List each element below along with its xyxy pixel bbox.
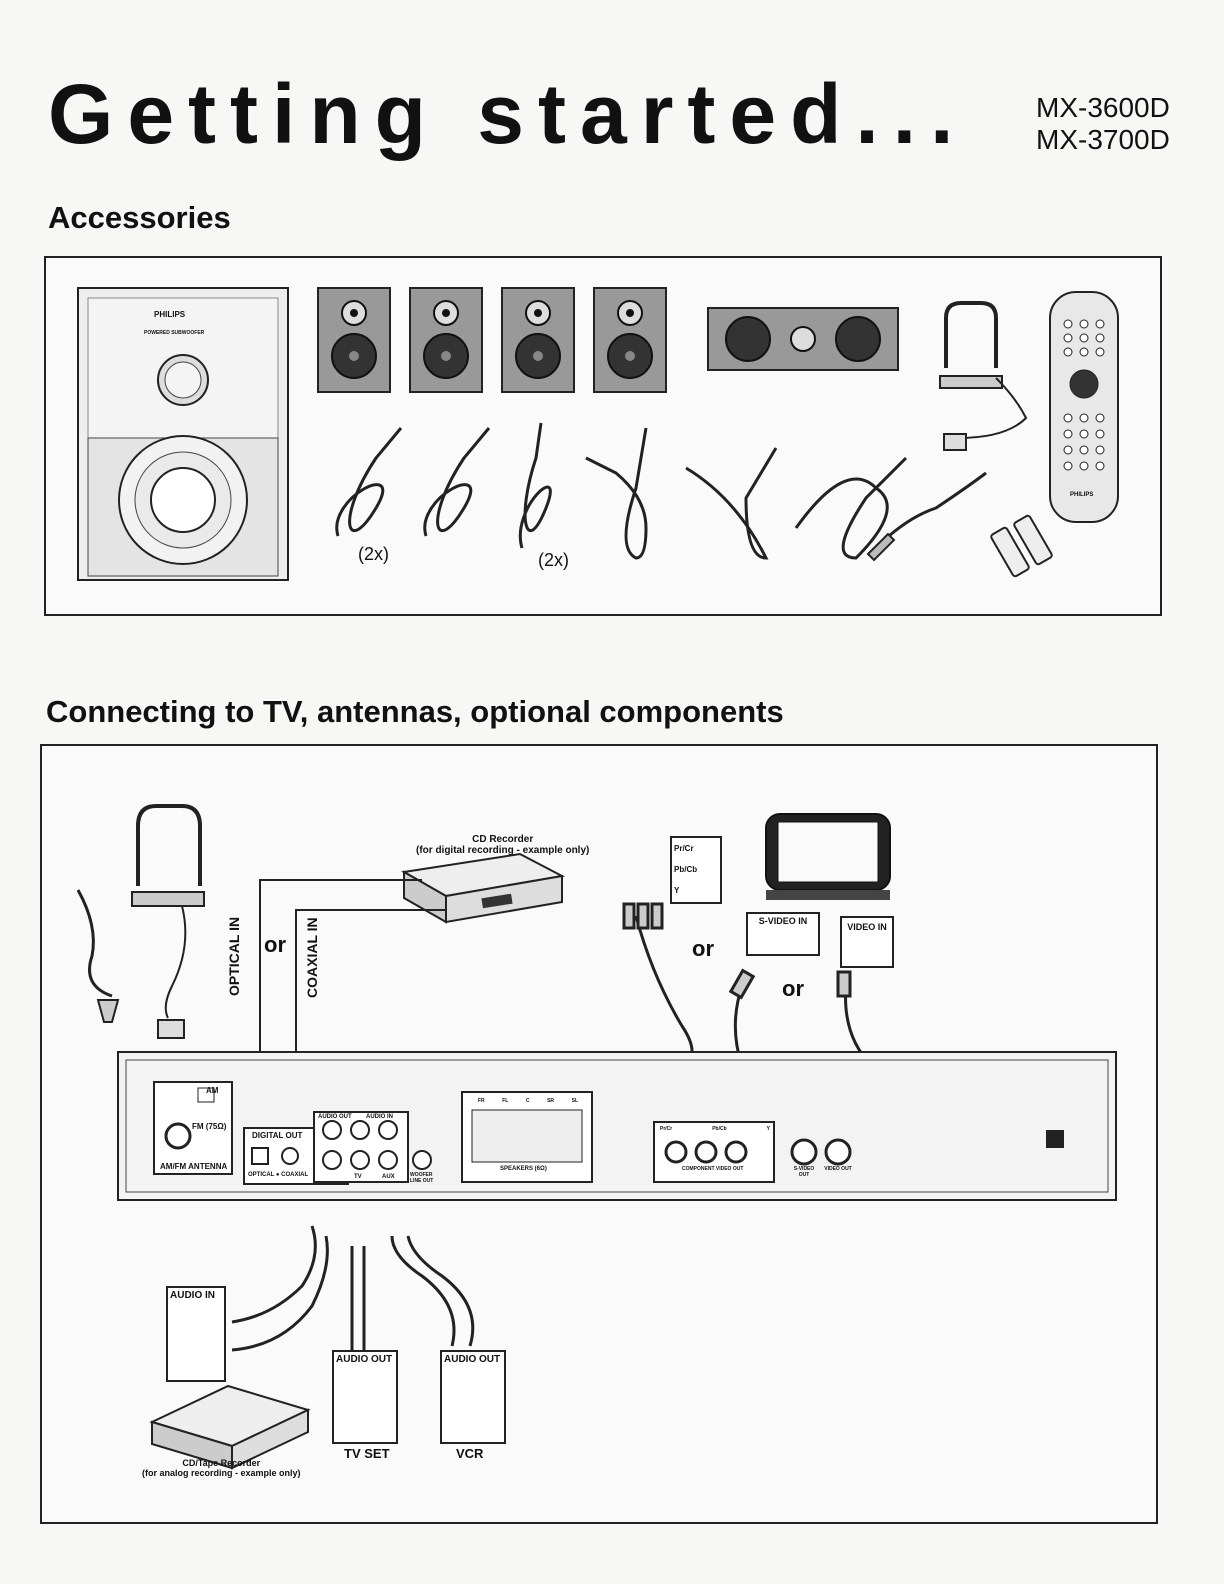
quantity-label: (2x) xyxy=(538,550,569,570)
tape-audio-in-box: AUDIO IN xyxy=(166,1286,226,1382)
fm-terminal-label: FM (75Ω) xyxy=(192,1122,227,1131)
page-title: Getting started... xyxy=(48,67,968,161)
tv-jack-label: TV xyxy=(354,1174,362,1180)
speaker-label-fr: FR xyxy=(478,1098,485,1104)
remote-control xyxy=(1049,291,1119,523)
cd-recorder-name: CD Recorder xyxy=(472,834,534,845)
speaker-wires xyxy=(335,422,552,549)
speaker-label-sr: SR xyxy=(547,1098,555,1104)
connections-illustration xyxy=(76,804,1117,1470)
speaker-label-sl: SL xyxy=(571,1098,578,1104)
tv-set-audio-out-label: AUDIO OUT xyxy=(336,1354,393,1365)
quantity-label: (2x) xyxy=(358,544,389,564)
fm-wire-antenna xyxy=(76,889,120,1023)
speaker-terminal-labels: FR FL C SR SL xyxy=(478,1098,578,1104)
tv-input-y: Y xyxy=(674,886,680,895)
tape-recorder-name: CD/Tape Recorder xyxy=(182,1458,261,1468)
subwoofer-label: POWERED SUBWOOFER xyxy=(144,330,205,336)
connections-heading: Connecting to TV, antennas, optional com… xyxy=(46,694,784,729)
analog-audio-cables xyxy=(231,1225,475,1356)
speakers-label: SPEAKERS (6Ω) xyxy=(500,1166,547,1172)
fm-wire-antenna xyxy=(866,471,987,562)
remote-brand: PHILIPS xyxy=(1070,492,1094,498)
accessories-heading: Accessories xyxy=(48,200,231,235)
component-label-pb: Pb/Cb xyxy=(712,1126,727,1132)
or-label: or xyxy=(782,976,804,1001)
model-number: MX-3700D xyxy=(1036,124,1170,155)
tv-set-label: TV SET xyxy=(344,1446,390,1461)
speaker-label-c: C xyxy=(525,1098,530,1104)
vcr-audio-out-box: AUDIO OUT xyxy=(440,1350,506,1444)
video-out-label: VIDEO OUT xyxy=(824,1166,852,1172)
vcr-audio-out-label: AUDIO OUT xyxy=(444,1354,501,1365)
tape-audio-in-label: AUDIO IN xyxy=(170,1290,215,1301)
batteries xyxy=(990,514,1053,578)
or-label: or xyxy=(264,932,286,957)
optical-coaxial-label: OPTICAL ● COAXIAL xyxy=(248,1172,309,1178)
video-in-box: VIDEO IN xyxy=(840,916,894,968)
s-video-in-label: S-VIDEO IN xyxy=(758,916,808,926)
digital-out-label: DIGITAL OUT xyxy=(252,1131,303,1140)
tape-recorder-label: CD/Tape Recorder (for analog recording -… xyxy=(142,1458,301,1478)
accessories-panel: (2x) (2x) PHILIPS POWERED SUBWOOFER PHIL… xyxy=(44,256,1162,616)
accessories-illustration xyxy=(77,287,1119,581)
component-video-out-label: COMPONENT VIDEO OUT xyxy=(682,1166,744,1172)
or-label: or xyxy=(692,936,714,961)
connections-panel: CD Recorder (for digital recording - exa… xyxy=(40,744,1158,1524)
cd-recorder-label: CD Recorder (for digital recording - exa… xyxy=(416,834,589,856)
model-number: MX-3600D xyxy=(1036,92,1170,123)
speaker-label-fl: FL xyxy=(502,1098,509,1104)
model-numbers: MX-3600D MX-3700D xyxy=(1036,92,1170,156)
am-loop-antenna xyxy=(131,804,205,1039)
woofer-line-out-label: WOOFER LINE OUT xyxy=(410,1172,434,1184)
satellite-speakers xyxy=(317,287,667,393)
coaxial-in-label: COAXIAL IN xyxy=(304,917,320,998)
vcr-label: VCR xyxy=(456,1446,484,1461)
tv-input-pr: Pr/Cr xyxy=(674,844,694,853)
am-terminal-label: AM xyxy=(206,1086,219,1095)
video-in-label: VIDEO IN xyxy=(847,922,887,932)
component-label-pr: Pr/Cr xyxy=(660,1126,673,1132)
tv-component-inputs: Pr/Cr Pb/Cb Y xyxy=(670,836,722,904)
tv-set-audio-out-box: AUDIO OUT xyxy=(332,1350,398,1444)
audio-out-label: AUDIO OUT xyxy=(318,1114,352,1120)
am-loop-antenna xyxy=(939,301,1028,451)
aux-jack-label: AUX xyxy=(382,1174,395,1180)
optical-in-label: OPTICAL IN xyxy=(226,916,242,996)
antenna-label: AM/FM ANTENNA xyxy=(160,1162,228,1171)
cd-recorder-illustration xyxy=(401,852,566,924)
av-cables xyxy=(585,427,908,560)
audio-in-label: AUDIO IN xyxy=(366,1114,393,1120)
tape-recorder-illustration xyxy=(149,1384,311,1470)
s-video-in-box: S-VIDEO IN xyxy=(746,912,820,956)
cd-recorder-note: (for digital recording - example only) xyxy=(416,845,590,856)
receiver-rear-panel xyxy=(117,1051,1117,1201)
tv-illustration xyxy=(765,813,891,900)
component-jack-labels: Pr/Cr Pb/Cb Y xyxy=(660,1126,770,1132)
s-video-out-label: S-VIDEO OUT xyxy=(793,1166,815,1178)
subwoofer-brand: PHILIPS xyxy=(154,310,186,319)
subwoofer-illustration xyxy=(77,287,289,581)
tv-input-pb: Pb/Cb xyxy=(674,865,698,874)
component-label-y: Y xyxy=(766,1126,770,1132)
center-speaker xyxy=(707,307,899,371)
tape-recorder-note: (for analog recording - example only) xyxy=(142,1468,301,1478)
